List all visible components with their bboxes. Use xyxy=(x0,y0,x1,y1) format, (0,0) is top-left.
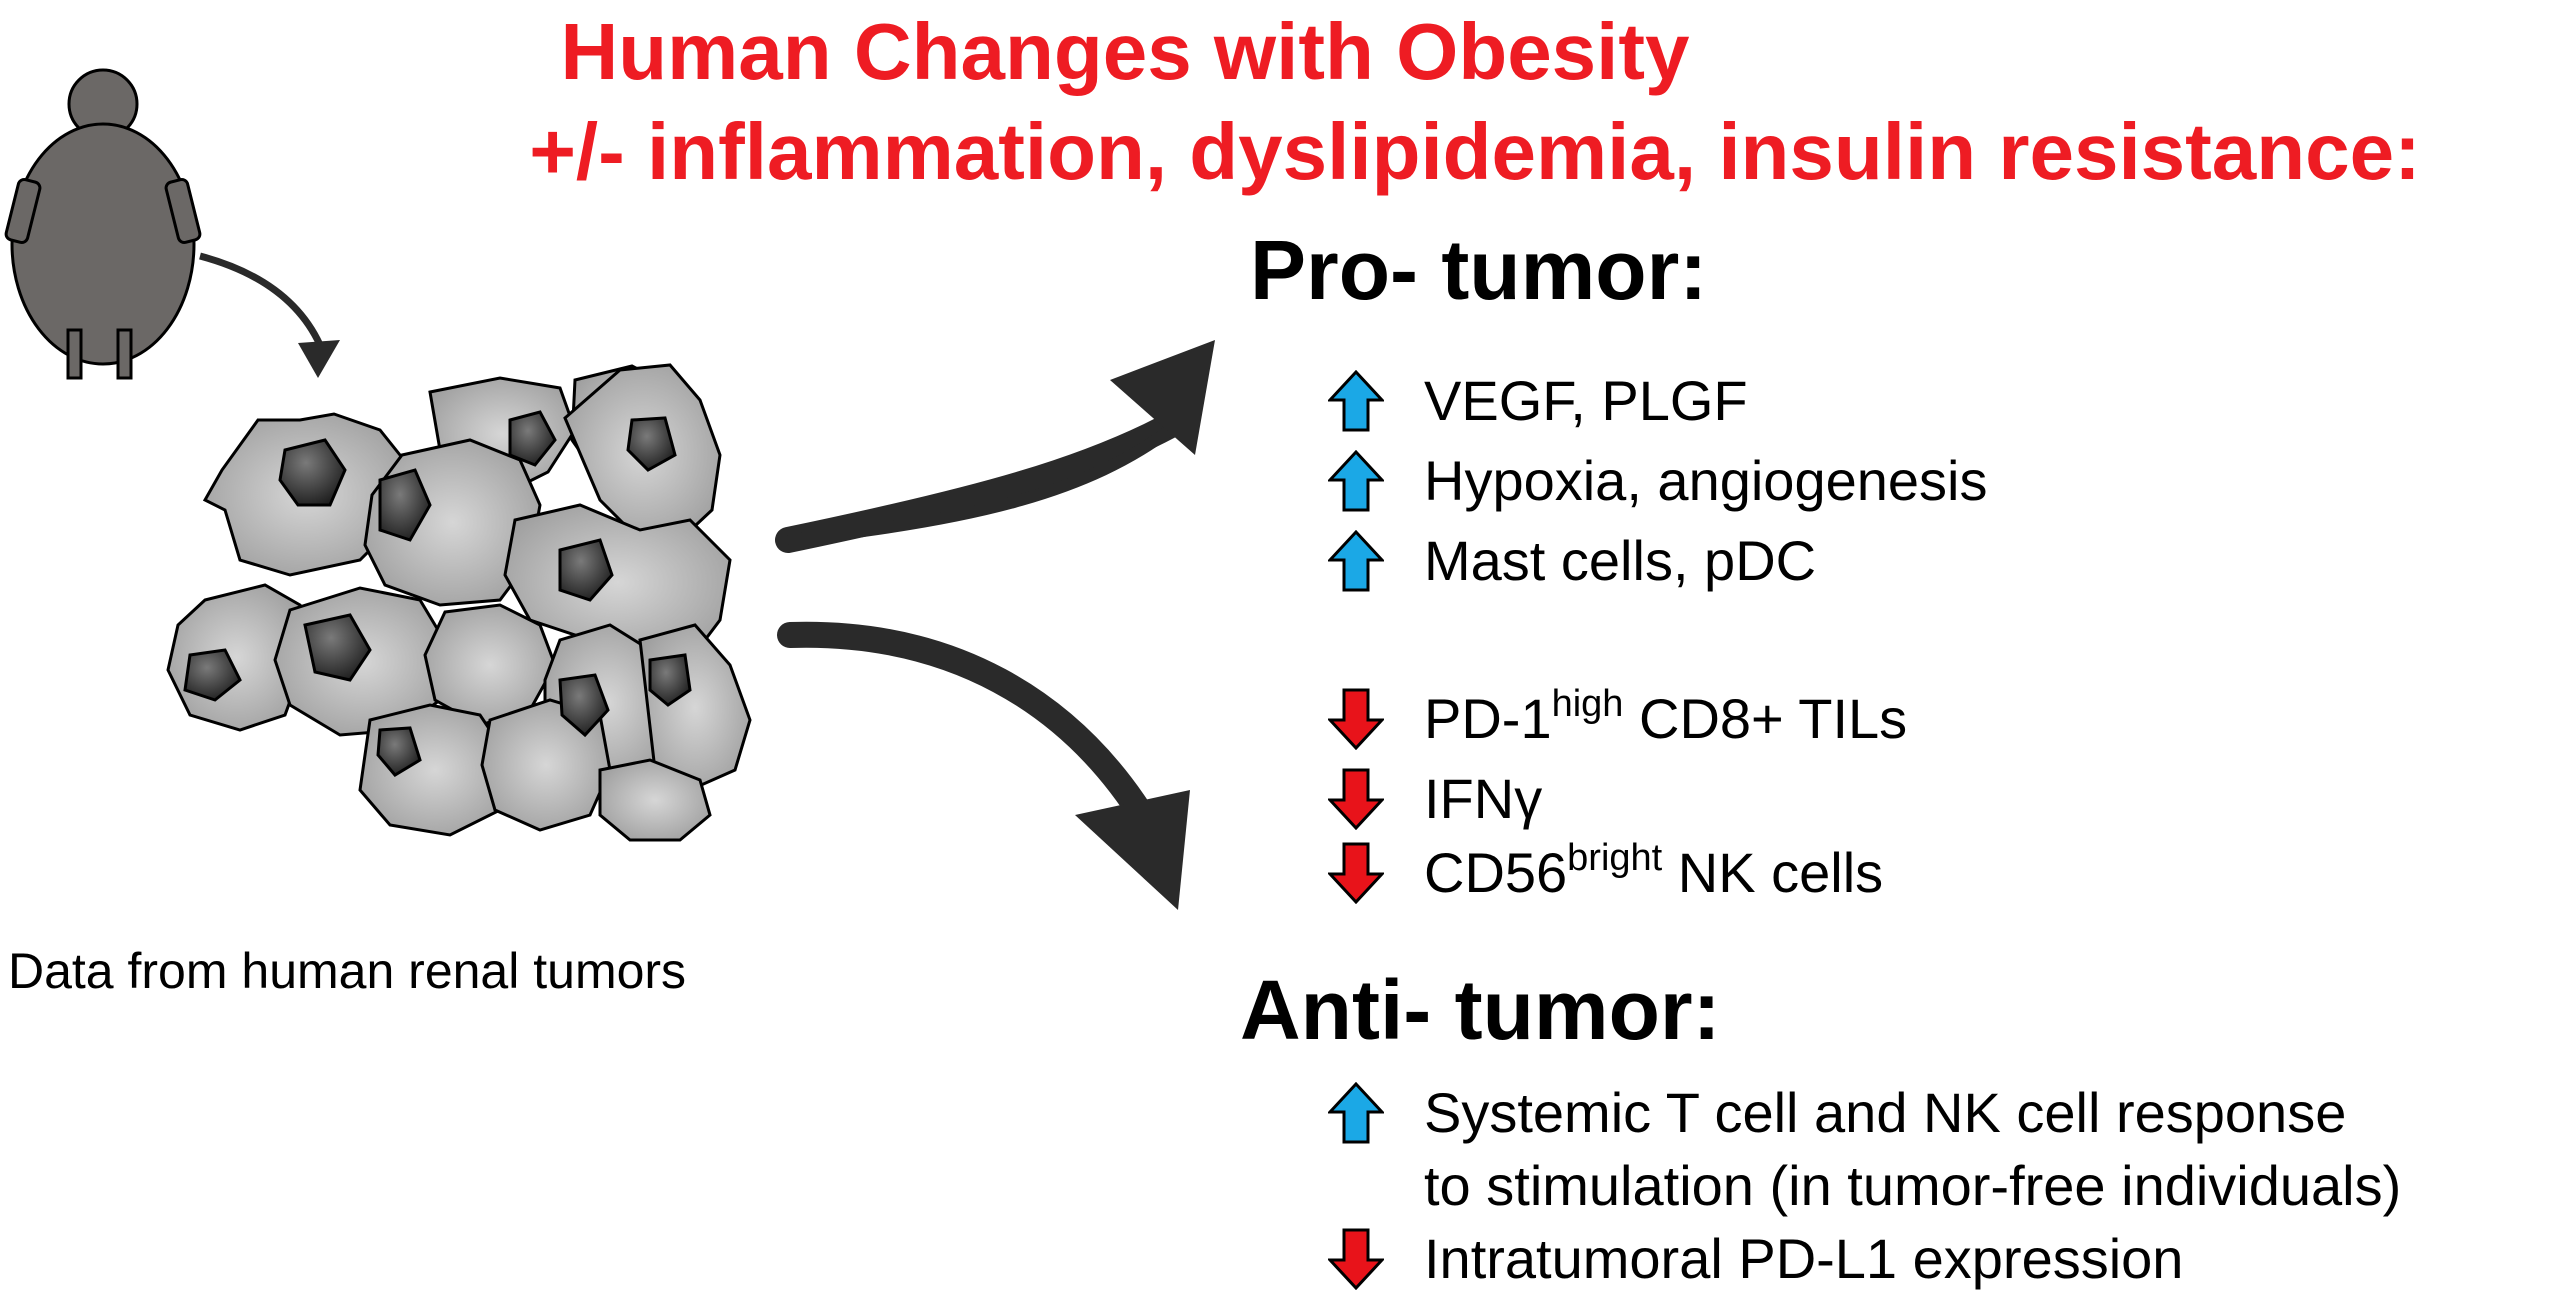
pro-down-label: IFNγ xyxy=(1424,767,1543,830)
pro-up-label: Hypoxia, angiogenesis xyxy=(1424,449,1988,512)
pro-tumor-arrow-icon xyxy=(775,340,1215,553)
up-arrow-icon xyxy=(1328,1082,1384,1144)
title-line-2: +/- inflammation, dyslipidemia, insulin … xyxy=(529,107,2421,196)
person-to-tumor-arrow-icon xyxy=(199,252,340,378)
pro-down-item: IFNγ xyxy=(1328,768,1542,830)
pro-up-item: Hypoxia, angiogenesis xyxy=(1328,450,1987,512)
nucleus-icon xyxy=(183,410,692,777)
down-arrow-icon xyxy=(1328,1228,1384,1290)
person-icon xyxy=(4,68,202,380)
tumor-caption: Data from human renal tumors xyxy=(8,943,687,999)
down-arrow-icon xyxy=(1328,768,1384,830)
up-arrow-icon xyxy=(1328,450,1384,512)
pro-up-item: Mast cells, pDC xyxy=(1328,530,1816,592)
anti-tumor-heading: Anti- tumor: xyxy=(1240,963,1721,1057)
anti-up-item: Systemic T cell and NK cell response xyxy=(1328,1082,2346,1144)
pro-tumor-heading: Pro- tumor: xyxy=(1250,223,1708,317)
pro-down-item: PD-1high CD8+ TILs xyxy=(1328,683,1908,750)
anti-tumor-arrow-icon xyxy=(777,621,1190,910)
up-arrow-icon xyxy=(1328,370,1384,432)
pro-up-label: Mast cells, pDC xyxy=(1424,529,1817,592)
anti-down-label: Intratumoral PD-L1 expression xyxy=(1424,1227,2184,1290)
up-arrow-icon xyxy=(1328,530,1384,592)
pro-up-label: VEGF, PLGF xyxy=(1424,369,1748,432)
down-arrow-icon xyxy=(1328,688,1384,750)
pro-up-item: VEGF, PLGF xyxy=(1328,370,1748,432)
anti-up-label-line1: Systemic T cell and NK cell response xyxy=(1424,1081,2347,1144)
anti-up-label-line2: to stimulation (in tumor-free individual… xyxy=(1424,1154,2402,1217)
anti-down-item: Intratumoral PD-L1 expression xyxy=(1328,1228,2183,1290)
title-line-1: Human Changes with Obesity xyxy=(560,7,1690,96)
down-arrow-icon xyxy=(1328,842,1384,904)
pro-down-label: PD-1high CD8+ TILs xyxy=(1424,683,1908,750)
pro-down-item: CD56bright NK cells xyxy=(1328,837,1884,904)
pro-down-label: CD56bright NK cells xyxy=(1424,837,1884,904)
